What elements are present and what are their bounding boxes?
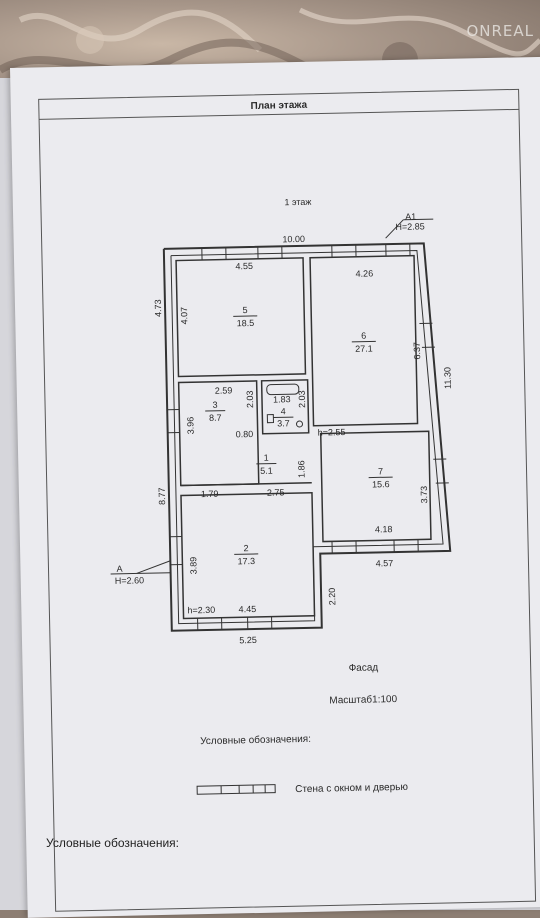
marker-a1-height: H=2.85 (395, 221, 424, 232)
dim-right-bottom: 4.57 (376, 558, 394, 568)
marker-a-height: H=2.60 (115, 575, 144, 586)
room-1-number: 1 (264, 453, 269, 463)
scale-label: Масштаб1:100 (329, 693, 397, 706)
floor-label: 1 этаж (284, 197, 311, 208)
room-5-dim-extra: 2.59 (215, 385, 233, 395)
room-5-dim-width: 4.55 (235, 261, 253, 271)
outer-walls (164, 243, 452, 631)
room-5-number: 5 (243, 305, 248, 315)
room-6-area: 27.1 (355, 343, 373, 353)
legend-wall-symbol (197, 785, 275, 795)
room-5-dim-height: 4.07 (179, 307, 189, 325)
window-marks (164, 243, 452, 631)
watermark: ONREAL (466, 22, 534, 40)
room-4-area: 3.7 (277, 418, 290, 428)
room-4-number: 4 (281, 406, 286, 416)
room-6-dim-width: 4.26 (356, 268, 374, 278)
legend-bottom-label: Условные обозначения: (46, 836, 179, 850)
room-1-dim-right: 2.75 (267, 487, 285, 497)
room-1-dim-left: 1.79 (201, 489, 219, 499)
dim-top: 10.00 (282, 234, 305, 244)
room-1-dim-height: 1.86 (296, 460, 306, 478)
dim-right: 11.30 (442, 367, 452, 389)
room-2-dim-height: 3.89 (188, 557, 198, 575)
plan-title: План этажа (250, 100, 307, 112)
marker-a-label: A (116, 564, 122, 574)
room-3-area: 8.7 (209, 413, 222, 423)
room-3-number: 3 (212, 400, 217, 410)
document-page: План этажа 1 этаж (10, 57, 540, 918)
room-6-ceiling: h=2.55 (318, 427, 346, 438)
bathtub-icon (267, 384, 299, 395)
room-7-dim-width: 4.18 (375, 524, 393, 534)
legend-item: Стена с окном и дверью (295, 782, 409, 795)
sink-icon (296, 421, 302, 427)
page-frame (39, 89, 536, 911)
dim-left-upper: 4.73 (153, 299, 163, 317)
room-2-dim-width: 4.45 (239, 604, 257, 614)
legend-title: Условные обозначения: (200, 733, 311, 747)
room-1-area: 5.1 (260, 466, 273, 476)
room-5-area: 18.5 (237, 318, 255, 328)
room-7-area: 15.6 (372, 479, 390, 489)
room-6-dim-height: 6.37 (412, 342, 422, 360)
room-7-number: 7 (378, 466, 383, 476)
room-2-area: 17.3 (238, 556, 256, 566)
room-3-dim-height: 3.96 (185, 417, 195, 435)
dim-left-lower: 8.77 (157, 487, 167, 505)
dim-bottom: 5.25 (239, 635, 257, 645)
marker-a1-label: A1 (405, 212, 416, 222)
room-3-dim-extra: 0.80 (236, 429, 254, 439)
floor-plan: План этажа 1 этаж (10, 57, 540, 918)
room-4-dim-height: 2.03 (297, 390, 307, 408)
room-7-dim-height: 3.73 (419, 486, 429, 504)
room-6-number: 6 (361, 331, 366, 341)
dim-step: 2.20 (327, 588, 337, 606)
toilet-icon (267, 415, 273, 423)
room-2-ceiling: h=2.30 (187, 605, 215, 616)
room-4-dim-width: 1.83 (273, 394, 291, 404)
room-2-number: 2 (243, 543, 248, 553)
room-3-dim-side: 2.03 (245, 390, 255, 408)
facade-label: Фасад (349, 662, 379, 674)
inner-walls (176, 255, 432, 618)
